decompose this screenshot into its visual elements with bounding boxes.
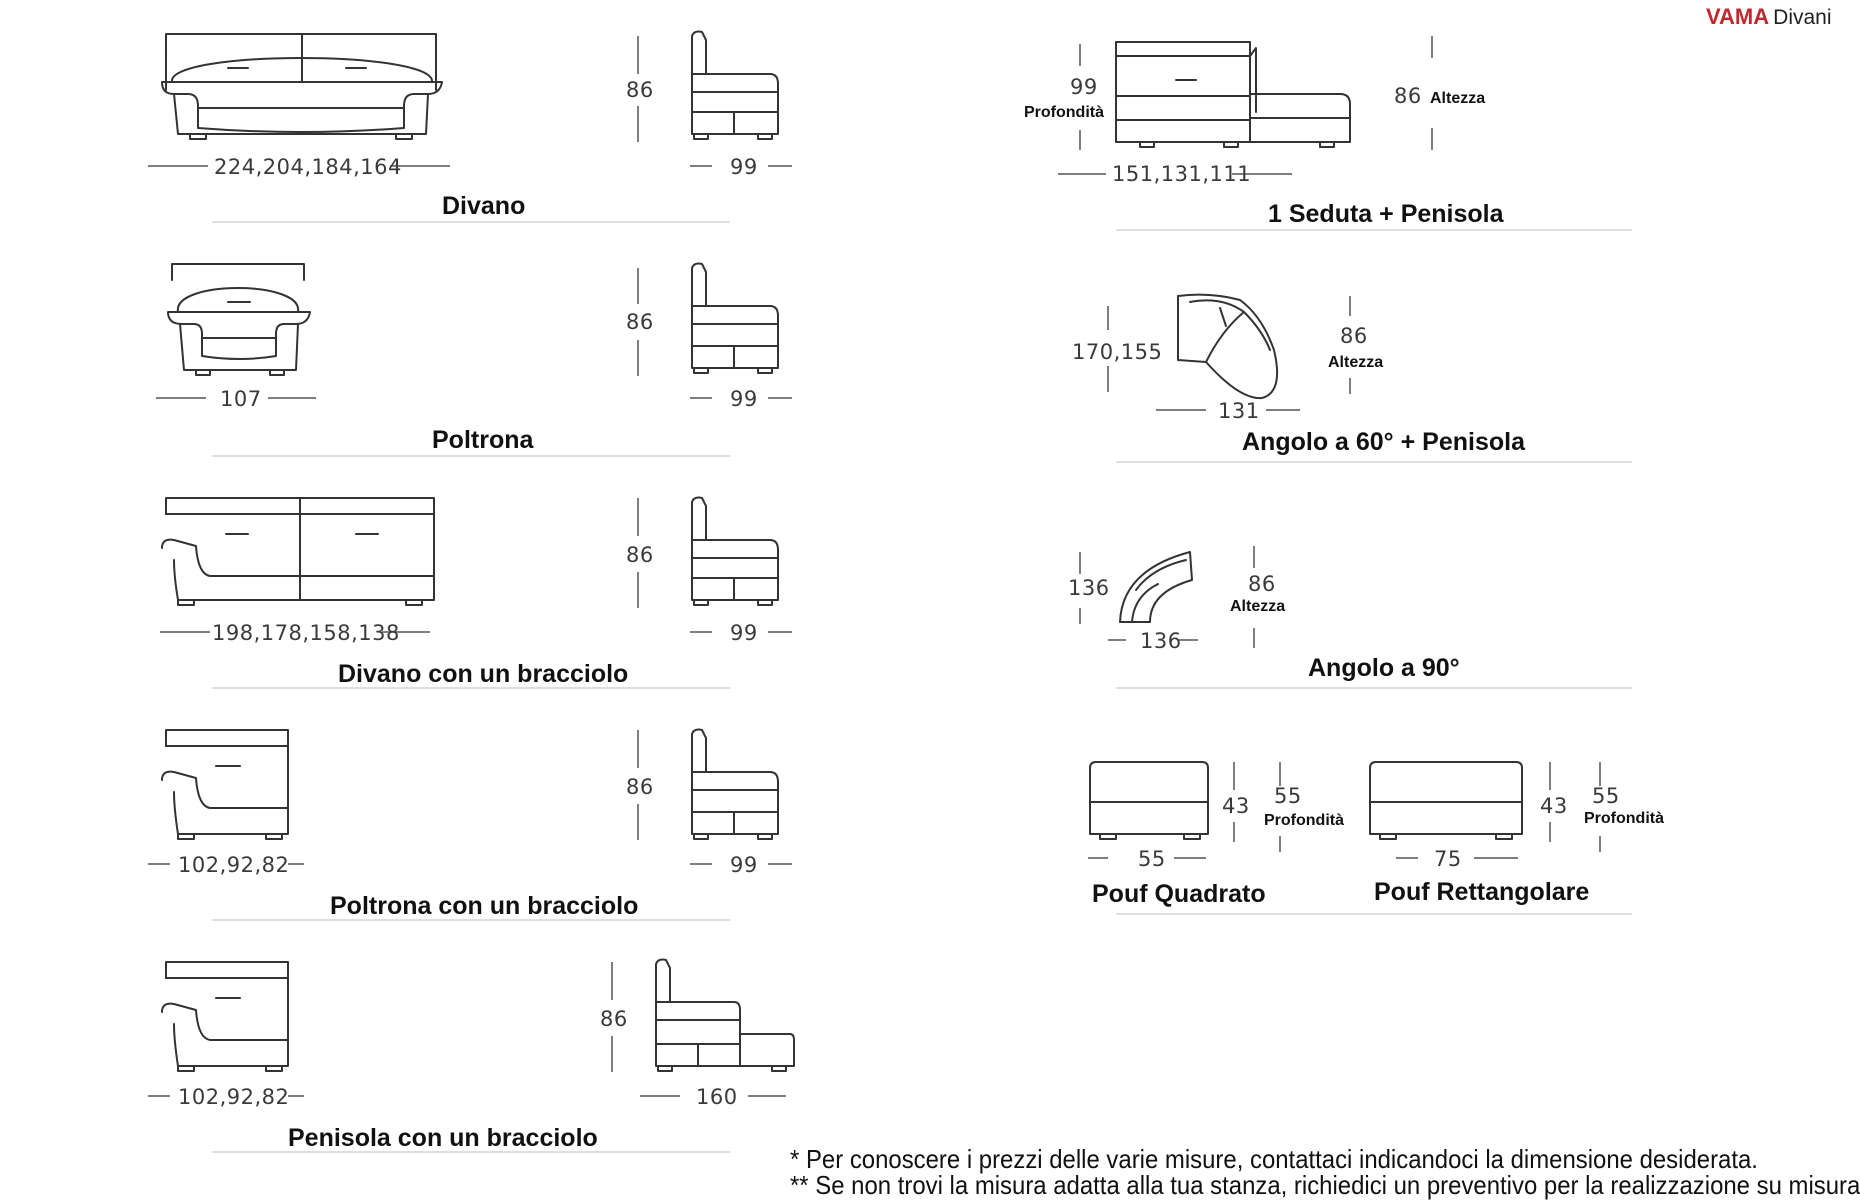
- poltrona-height-label: 86: [626, 310, 654, 334]
- penisola-bracciolo-side-drawing: [655, 958, 795, 1072]
- angolo-60-height-label: Altezza: [1328, 354, 1384, 371]
- divano-bracciolo-side-drawing: [691, 496, 779, 606]
- divano-bracciolo-front-drawing: [161, 497, 435, 606]
- seduta-penisola-drawing: [1115, 41, 1351, 148]
- pouf-quadrato-height-label: 43: [1222, 794, 1250, 818]
- footnote-custom-size: ** Se non trovi la misura adatta alla tu…: [790, 1170, 1860, 1200]
- seduta-penisola-depth-label: Profondità: [1024, 104, 1104, 121]
- seduta-penisola-height-value: 86: [1394, 84, 1422, 108]
- divano-bracciolo-title: Divano con un bracciolo: [338, 660, 629, 688]
- penisola-bracciolo-height-label: 86: [600, 1007, 628, 1031]
- pouf-rettangolare-height-label: 43: [1540, 794, 1568, 818]
- poltrona-depth-label: 99: [730, 387, 758, 411]
- penisola-bracciolo-depth-label: 160: [696, 1085, 738, 1109]
- angolo-90-width-label: 136: [1140, 629, 1182, 653]
- angolo-90-height-label: Altezza: [1230, 598, 1286, 615]
- pouf-rettangolare-width-label: 75: [1434, 847, 1462, 871]
- divano-bracciolo-depth-label: 99: [730, 621, 758, 645]
- poltrona-width-label: 107: [220, 387, 262, 411]
- angolo-60-height-value: 86: [1340, 324, 1368, 348]
- divano-bracciolo-height-label: 86: [626, 543, 654, 567]
- seduta-penisola-depth-value: 99: [1070, 75, 1098, 99]
- pouf-rettangolare-depth-label: Profondità: [1584, 810, 1664, 827]
- pouf-quadrato-drawing: [1089, 761, 1209, 840]
- poltrona-side-drawing: [691, 262, 779, 374]
- angolo-90-title: Angolo a 90°: [1308, 654, 1460, 682]
- poltrona-bracciolo-title: Poltrona con un bracciolo: [330, 892, 639, 920]
- dimension-lines: [148, 36, 1601, 1097]
- pouf-quadrato-title: Pouf Quadrato: [1092, 880, 1266, 908]
- poltrona-bracciolo-depth-label: 99: [730, 853, 758, 877]
- divano-bracciolo-width-label: 198,178,158,138: [212, 621, 400, 645]
- angolo-60-side-label: 170,155: [1072, 340, 1163, 364]
- divano-depth-label: 99: [730, 155, 758, 179]
- seduta-penisola-height-label: Altezza: [1430, 90, 1486, 107]
- pouf-quadrato-depth-value: 55: [1274, 784, 1302, 808]
- divano-height-label: 86: [626, 78, 654, 102]
- poltrona-bracciolo-side-drawing: [691, 728, 779, 840]
- divano-title: Divano: [442, 192, 526, 220]
- poltrona-bracciolo-width-label: 102,92,82: [178, 853, 290, 877]
- poltrona-front-drawing: [167, 263, 311, 376]
- angolo-90-side-label: 136: [1068, 576, 1110, 600]
- poltrona-bracciolo-front-drawing: [161, 729, 289, 840]
- pouf-rettangolare-drawing: [1369, 761, 1523, 840]
- poltrona-bracciolo-height-label: 86: [626, 775, 654, 799]
- pouf-quadrato-depth-label: Profondità: [1264, 812, 1344, 829]
- angolo-60-width-label: 131: [1218, 399, 1260, 423]
- penisola-bracciolo-width-label: 102,92,82: [178, 1085, 290, 1109]
- penisola-bracciolo-title: Penisola con un bracciolo: [288, 1124, 598, 1152]
- separator-lines: [212, 221, 1632, 1153]
- logo-text: VAMA: [1706, 4, 1770, 29]
- divano-front-drawing: [161, 33, 443, 140]
- logo-suffix: Divani: [1773, 6, 1832, 29]
- pouf-rettangolare-title: Pouf Rettangolare: [1374, 878, 1590, 906]
- angolo-90-drawing: [1119, 551, 1193, 623]
- angolo-90-height-value: 86: [1248, 572, 1276, 596]
- penisola-bracciolo-front-drawing: [161, 961, 289, 1072]
- seduta-penisola-width-label: 151,131,111: [1112, 162, 1252, 186]
- poltrona-title: Poltrona: [432, 426, 534, 454]
- divano-width-label: 224,204,184,164: [214, 155, 402, 179]
- pouf-quadrato-width-label: 55: [1138, 847, 1166, 871]
- seduta-penisola-title: 1 Seduta + Penisola: [1268, 200, 1504, 228]
- divano-side-drawing: [691, 30, 779, 140]
- angolo-60-title: Angolo a 60° + Penisola: [1242, 428, 1525, 456]
- footnote-prices: * Per conoscere i prezzi delle varie mis…: [790, 1144, 1758, 1174]
- angolo-60-drawing: [1177, 293, 1278, 400]
- pouf-rettangolare-depth-value: 55: [1592, 784, 1620, 808]
